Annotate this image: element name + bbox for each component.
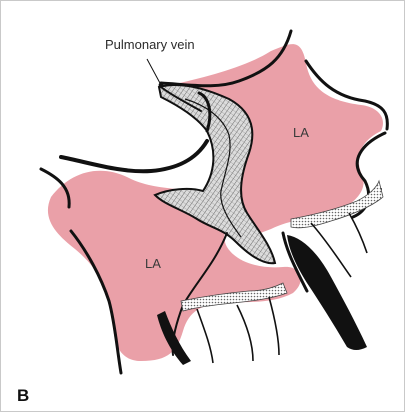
left-atrium-label-lower: LA (145, 256, 161, 271)
vein-pointer-line (147, 59, 161, 85)
pulmonary-vein-label: Pulmonary vein (105, 37, 195, 52)
left-atrium-label-upper: LA (293, 125, 309, 140)
panel-letter: B (17, 386, 29, 406)
vein-pointer-dot (159, 83, 164, 88)
dark-septum-wedge (287, 235, 367, 350)
